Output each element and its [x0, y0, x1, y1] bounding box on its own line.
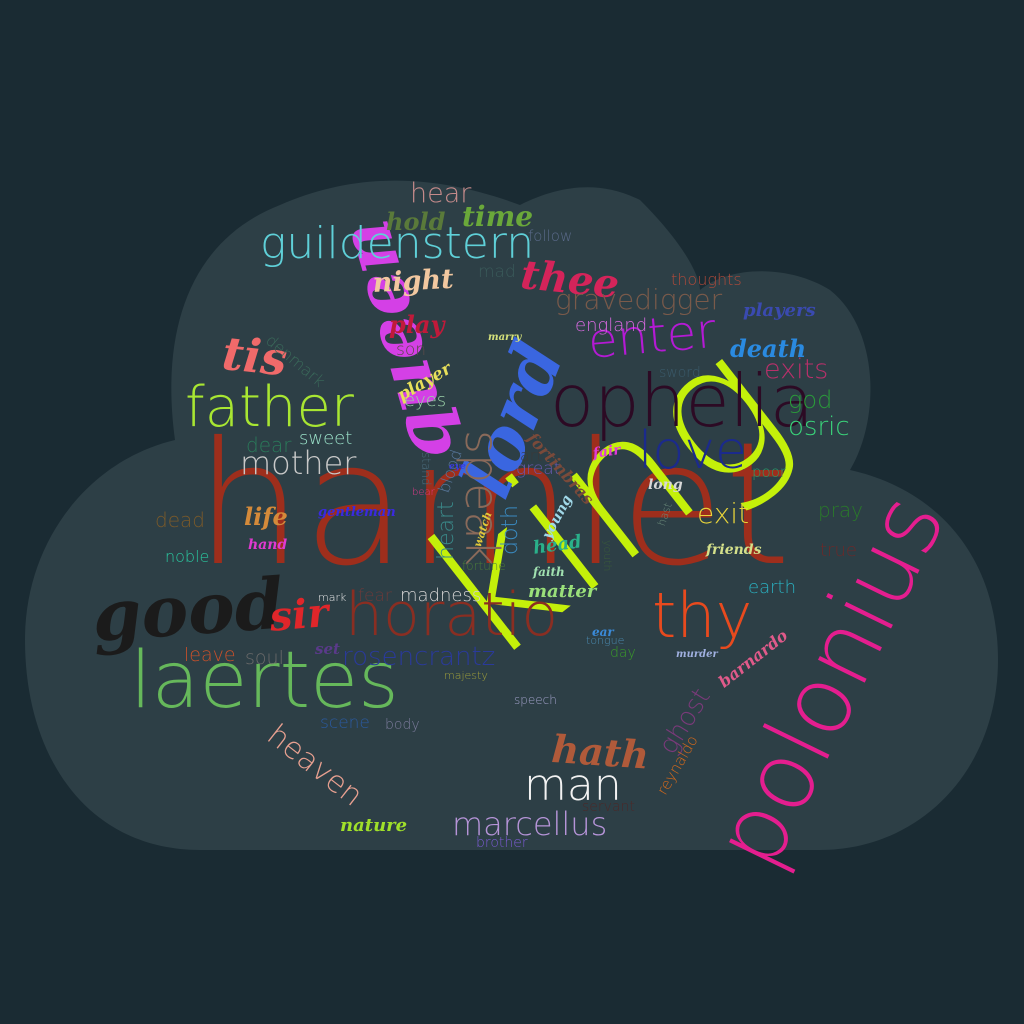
- word-faith: faith: [533, 565, 565, 579]
- word-life: life: [244, 502, 288, 531]
- word-son: son: [396, 340, 427, 360]
- word-earth: earth: [748, 577, 796, 598]
- word-death: death: [730, 334, 807, 363]
- word-sword: sword: [659, 365, 701, 381]
- word-fear: fear: [358, 586, 392, 606]
- word-heaven: heaven: [260, 717, 370, 814]
- word-exit: exit: [697, 497, 750, 530]
- word-speech: speech: [514, 693, 557, 707]
- word-marry: marry: [488, 332, 522, 343]
- word-doth: doth: [498, 505, 523, 555]
- word-eyes: eyes: [404, 390, 447, 411]
- word-laertes: laertes: [130, 636, 399, 726]
- word-time: time: [462, 200, 534, 233]
- word-father: father: [185, 375, 354, 440]
- word-hath: hath: [550, 726, 651, 778]
- word-long: long: [648, 477, 683, 493]
- word-rosencrantz: rosencrantz: [342, 642, 496, 672]
- word-play: play: [389, 310, 445, 339]
- word-youth: youth: [601, 540, 614, 572]
- word-ophelia: ophelia: [550, 359, 814, 443]
- word-set: set: [315, 640, 340, 658]
- word-exits: exits: [764, 354, 829, 385]
- word-bear: bear: [412, 487, 435, 498]
- word-murder: murder: [676, 649, 718, 660]
- word-poor: poor: [752, 463, 787, 481]
- word-hamlet: hamlet: [195, 406, 791, 604]
- word-dead: dead: [155, 508, 205, 532]
- word-god: god: [788, 386, 833, 414]
- word-mad: mad: [478, 262, 516, 282]
- word-heart: heart: [434, 501, 459, 560]
- word-man: man: [524, 760, 622, 811]
- word-art: art: [520, 446, 543, 465]
- word-sweet: sweet: [299, 428, 353, 449]
- word-majesty: majesty: [444, 669, 488, 682]
- word-horatio: horatio: [345, 580, 559, 650]
- word-fair: fair: [591, 442, 622, 462]
- word-mark: mark: [318, 591, 347, 604]
- word-gravedigger: gravedigger: [555, 283, 723, 316]
- word-marcellus: marcellus: [452, 805, 608, 843]
- word-dear: dear: [246, 433, 292, 457]
- word-madness: madness: [400, 585, 482, 606]
- word-hear: hear: [410, 178, 472, 209]
- cloud-silhouette: [25, 180, 998, 850]
- word-players: players: [743, 300, 816, 321]
- word-pray: pray: [818, 498, 864, 522]
- word-thoughts: thoughts: [671, 270, 742, 289]
- word-fortune: fortune: [462, 559, 506, 573]
- word-osric: osric: [788, 412, 850, 442]
- word-brother: brother: [476, 835, 528, 851]
- word-guildenstern: guildenstern: [260, 218, 535, 269]
- word-servant: servant: [582, 799, 635, 815]
- word-mother: mother: [240, 444, 357, 482]
- word-hand: hand: [248, 537, 288, 553]
- word-stand: stand: [419, 452, 433, 486]
- word-night: night: [371, 263, 455, 299]
- word-friends: friends: [706, 542, 762, 558]
- word-thy: thy: [652, 579, 753, 652]
- word-day: day: [610, 645, 636, 661]
- word-hold: hold: [386, 207, 446, 236]
- word-body: body: [385, 717, 420, 733]
- word-noble: noble: [165, 547, 210, 566]
- word-ear: ear: [592, 625, 614, 639]
- word-great: great: [516, 459, 561, 479]
- word-true: true: [820, 540, 857, 561]
- word-nature: nature: [340, 815, 408, 836]
- word-gentleman: gentleman: [318, 505, 396, 520]
- word-scene: scene: [320, 713, 370, 733]
- word-eye: eye: [449, 462, 466, 472]
- word-leave: leave: [184, 644, 236, 666]
- word-love: love: [638, 421, 748, 481]
- word-matter: matter: [528, 581, 597, 602]
- word-england: england: [575, 315, 648, 336]
- word-tongue: tongue: [586, 634, 625, 647]
- word-follow: follow: [528, 227, 573, 245]
- word-good: good: [89, 561, 287, 658]
- word-soul: soul: [245, 647, 284, 669]
